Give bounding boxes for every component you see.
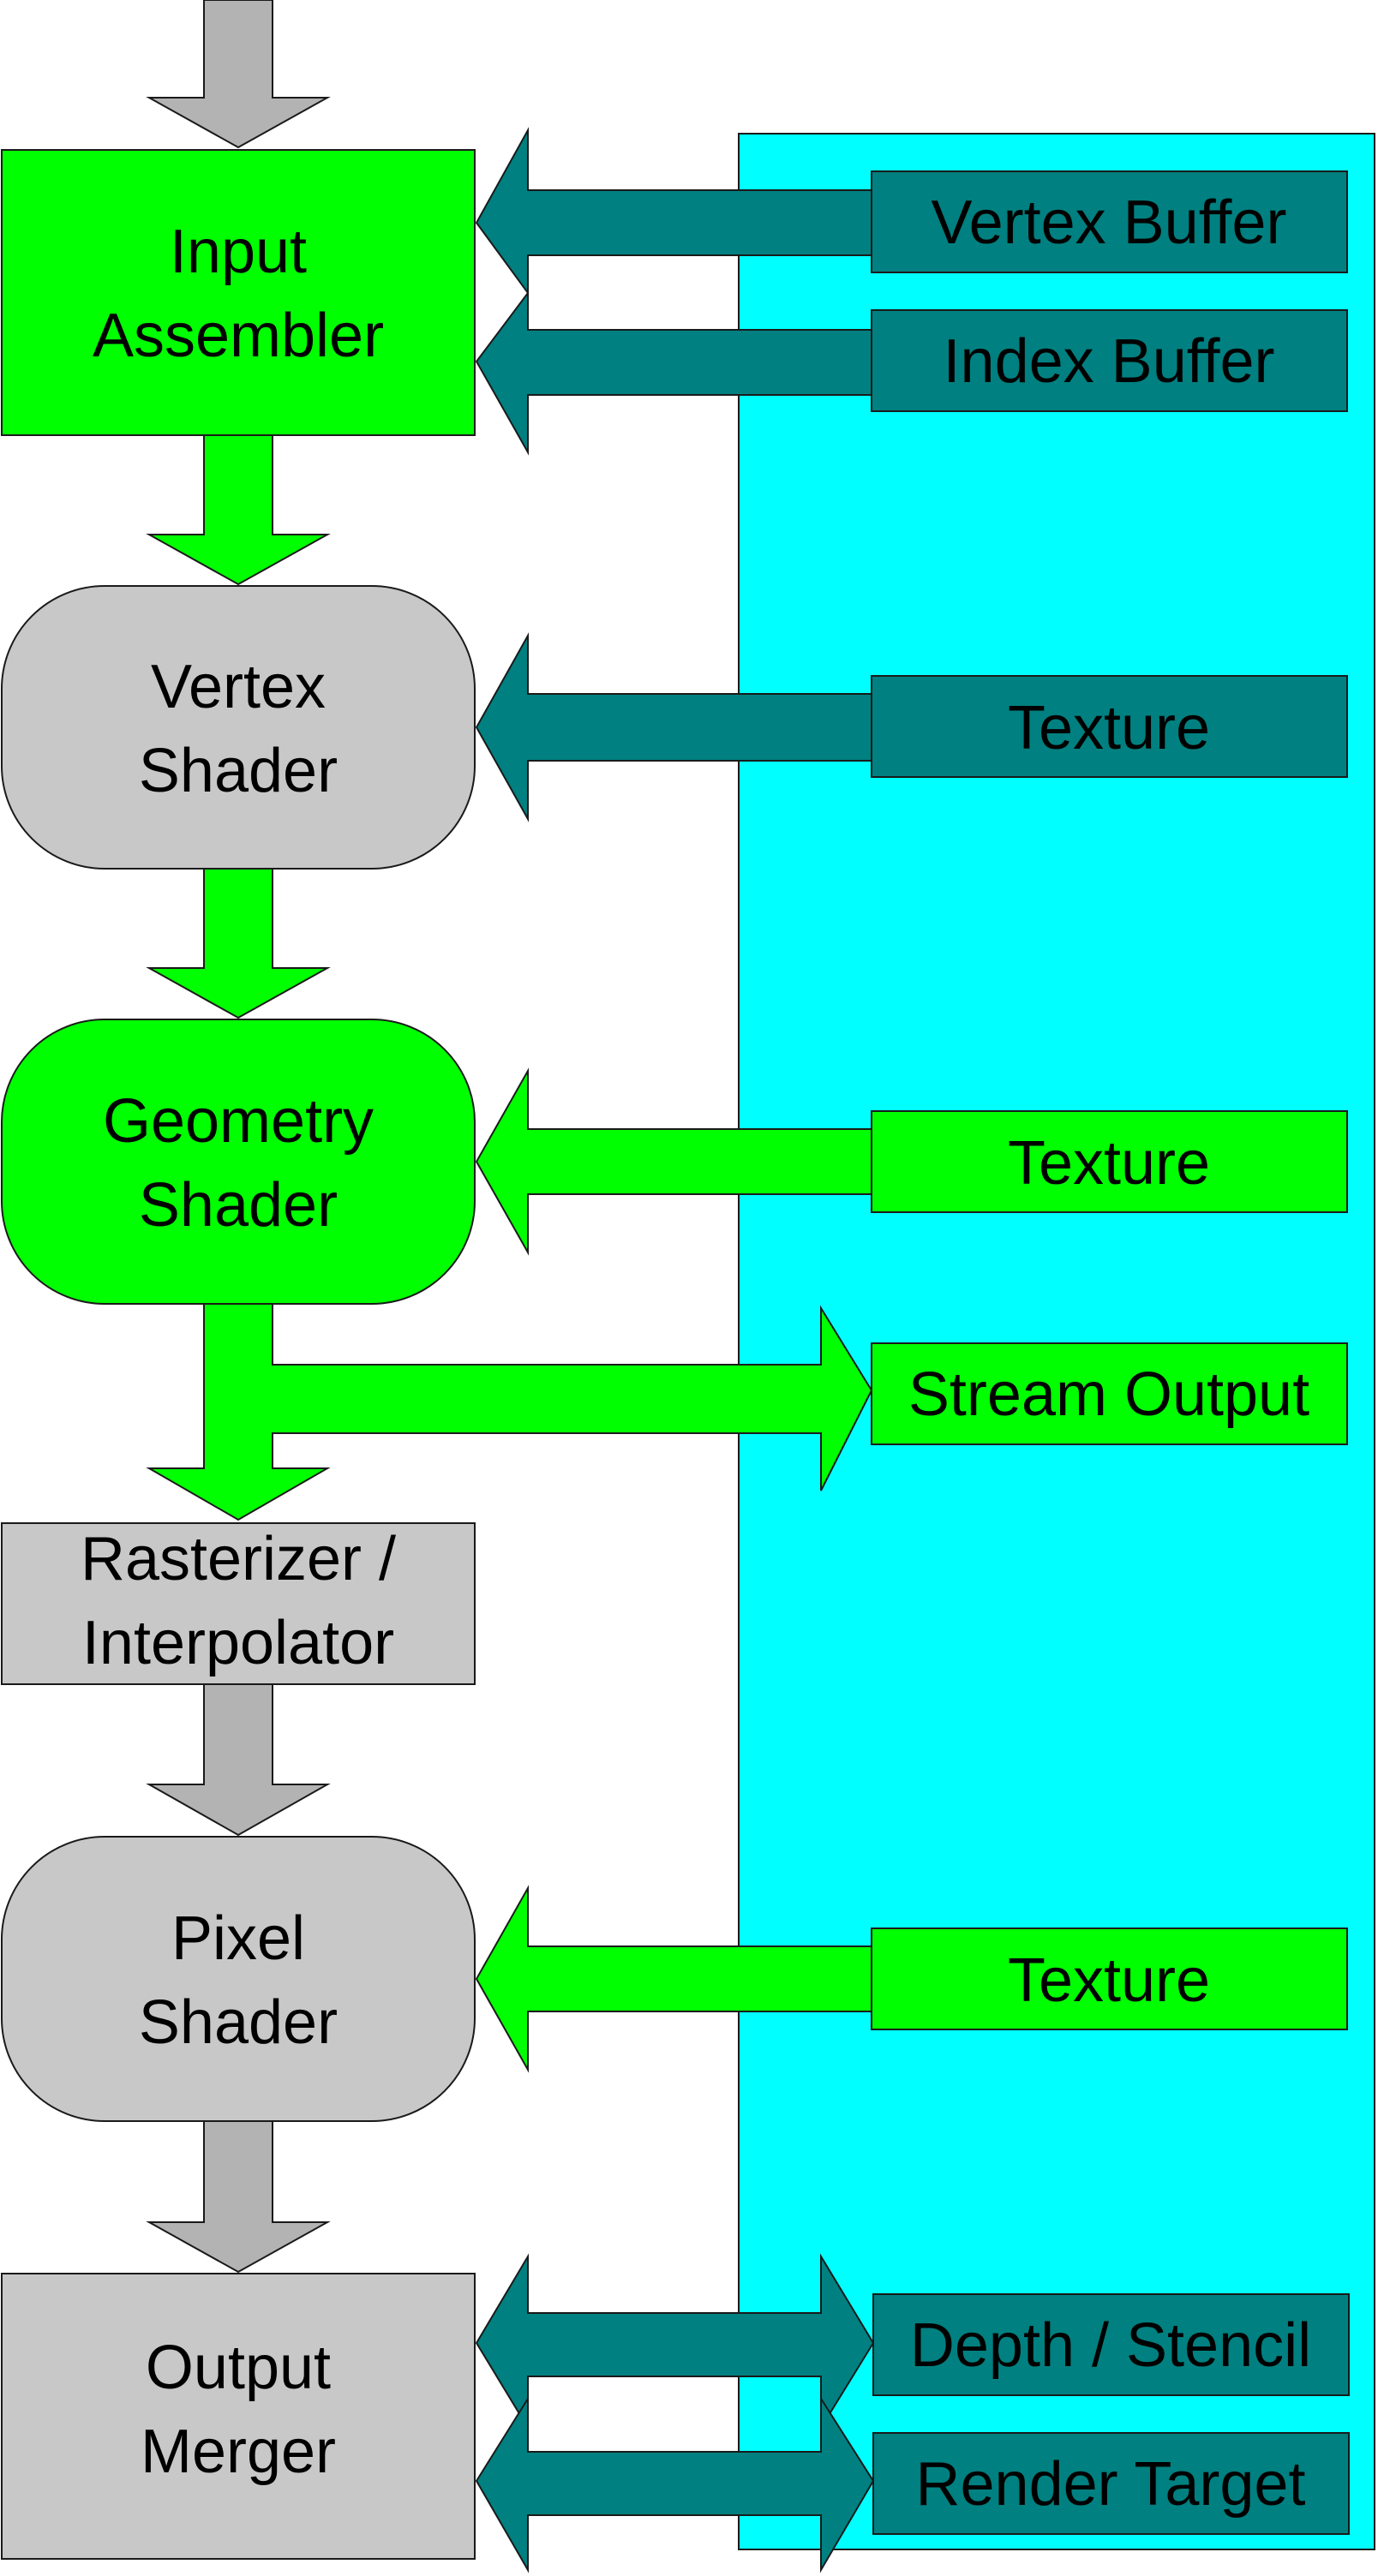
vertex-shader-box — [1, 585, 476, 870]
ps-texture-box — [871, 1928, 1348, 2030]
pixel-shader-box — [1, 1836, 476, 2122]
pixel-shader-label-2: Shader — [139, 1988, 338, 2057]
depth-stencil-label: Depth / Stencil — [910, 2311, 1311, 2380]
gs-texture-label: Texture — [1008, 1129, 1210, 1198]
rasterizer-box — [1, 1522, 476, 1685]
memory-resources-panel — [738, 133, 1375, 2550]
vertex-buffer-label: Vertex Buffer — [932, 188, 1287, 257]
vs-texture-label: Texture — [1008, 694, 1210, 762]
pixel-shader-label-1: Pixel — [171, 1904, 305, 1973]
ps-texture-arrow — [475, 1885, 872, 2073]
rasterizer-label-2: Interpolator — [82, 1609, 394, 1677]
input-assembler-label-2: Assembler — [93, 302, 384, 370]
depth-stencil-box — [872, 2293, 1350, 2396]
rasterizer-label-1: Rasterizer / — [81, 1525, 396, 1593]
gs-texture-box — [871, 1110, 1348, 1213]
gs-to-rasterizer-and-stream-arrow — [146, 1303, 873, 1521]
render-target-arrow — [475, 2395, 875, 2573]
vs-texture-arrow — [475, 632, 872, 822]
input-assembler-box — [1, 149, 476, 436]
vs-texture-box — [871, 675, 1348, 778]
vertex-shader-label-2: Shader — [139, 737, 338, 805]
vertex-buffer-arrow — [475, 127, 872, 296]
stream-output-box — [871, 1342, 1348, 1445]
gs-texture-arrow — [475, 1067, 872, 1256]
index-buffer-arrow — [475, 290, 872, 456]
ps-to-om-arrow — [146, 2120, 331, 2274]
input-arrow — [146, 0, 331, 149]
geometry-shader-label-1: Geometry — [103, 1087, 374, 1156]
render-target-box — [872, 2432, 1350, 2535]
render-target-label: Render Target — [916, 2450, 1306, 2519]
index-buffer-label: Index Buffer — [944, 327, 1275, 396]
geometry-shader-label-2: Shader — [139, 1171, 338, 1240]
input-assembler-label-1: Input — [170, 218, 307, 286]
rasterizer-to-ps-arrow — [146, 1683, 331, 1837]
vs-to-gs-arrow — [146, 868, 331, 1019]
vertex-shader-label-1: Vertex — [151, 653, 326, 721]
stream-output-label: Stream Output — [908, 1360, 1309, 1429]
ps-texture-label: Texture — [1008, 1946, 1210, 2015]
depth-stencil-arrow — [475, 2253, 875, 2431]
vertex-buffer-box — [871, 170, 1348, 273]
output-merger-box — [1, 2273, 476, 2560]
output-merger-label-2: Merger — [141, 2418, 336, 2486]
index-buffer-box — [871, 309, 1348, 412]
geometry-shader-box — [1, 1019, 476, 1305]
output-merger-label-1: Output — [146, 2334, 331, 2402]
ia-to-vs-arrow — [146, 434, 331, 586]
